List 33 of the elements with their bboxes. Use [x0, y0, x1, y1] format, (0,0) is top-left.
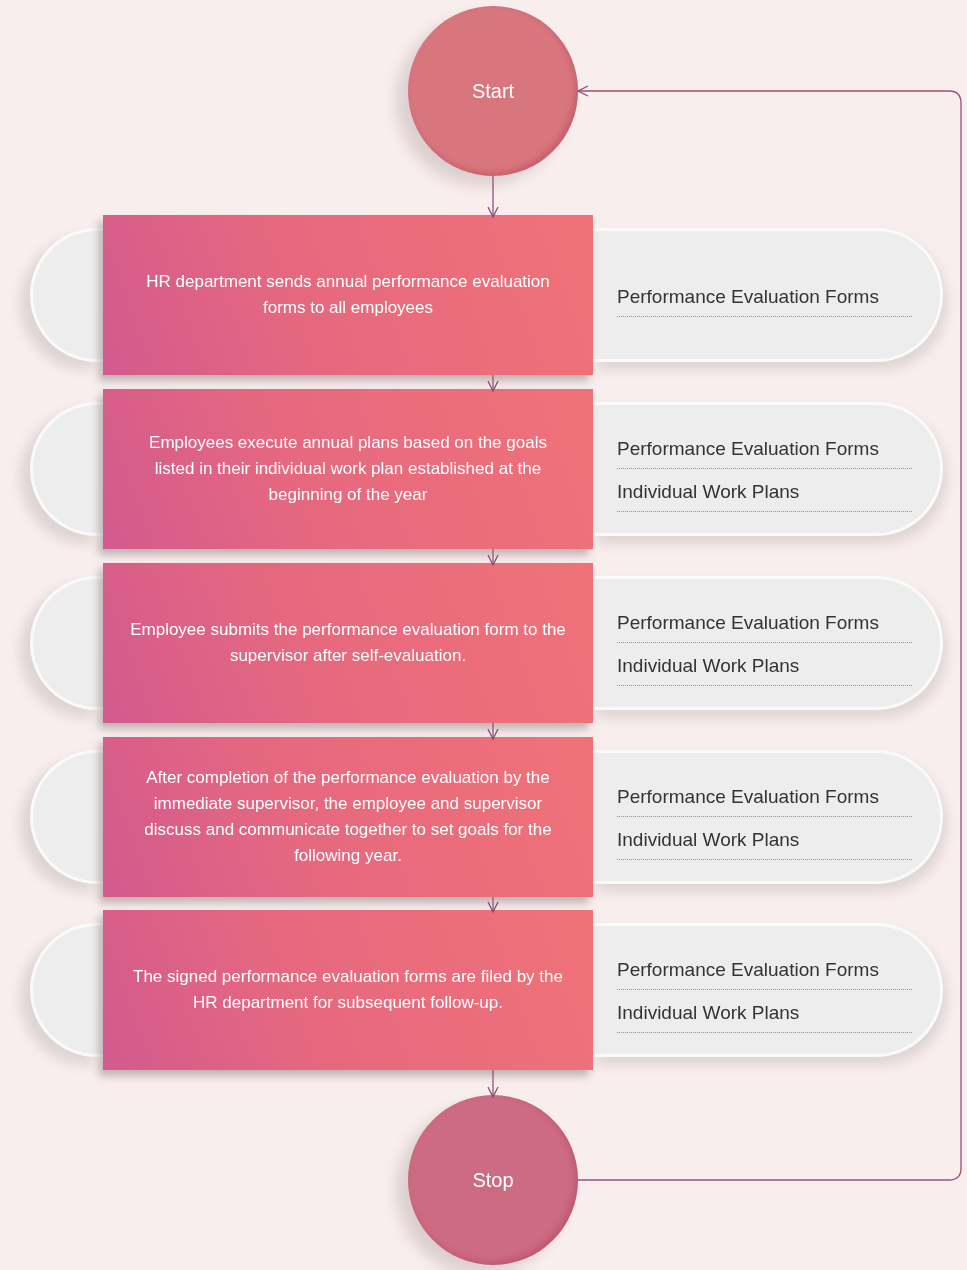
arrow	[577, 85, 962, 1181]
arrow	[487, 1069, 499, 1098]
step-text: HR department sends annual performance evaluation forms to all employees	[145, 271, 551, 319]
document-panel	[593, 923, 943, 1057]
document-panel	[593, 576, 943, 710]
step-text: Employee submits the performance evaluation form to the supervisor after self-evaluation.	[129, 619, 567, 667]
terminal-label: Stop	[472, 1168, 514, 1192]
document-label: Individual Work Plans	[617, 990, 912, 1033]
document-label: Individual Work Plans	[617, 643, 912, 686]
document-label: Performance Evaluation Forms	[617, 947, 912, 990]
arrow	[487, 548, 499, 566]
arrow	[487, 374, 499, 392]
document-label: Individual Work Plans	[617, 469, 912, 512]
document-label: Performance Evaluation Forms	[617, 600, 912, 643]
terminal-label: Start	[471, 79, 515, 103]
document-label: Performance Evaluation Forms	[617, 426, 912, 469]
process-box	[103, 563, 593, 723]
arrow	[487, 896, 499, 913]
document-panel	[593, 750, 943, 884]
step-text: Employees execute annual plans based on the goals listed in their individual work plan established at the beginning of the year	[148, 432, 548, 506]
document-panel	[593, 228, 943, 362]
step-text: After completion of the performance evaluation by the immediate supervisor, the employee and supervisor discuss and communicate together to set goals for the following year.	[143, 767, 553, 867]
step-text: The signed performance evaluation forms are filed by the HR department for subsequent follow-up.	[132, 966, 564, 1014]
process-box	[103, 737, 593, 897]
document-label: Performance Evaluation Forms	[617, 273, 912, 317]
document-label: Performance Evaluation Forms	[617, 774, 912, 817]
document-panel	[593, 402, 943, 536]
process-box	[103, 389, 593, 549]
process-box	[103, 910, 593, 1070]
process-box	[103, 215, 593, 375]
document-label: Individual Work Plans	[617, 817, 912, 860]
arrow	[487, 722, 499, 740]
arrow	[487, 175, 499, 218]
